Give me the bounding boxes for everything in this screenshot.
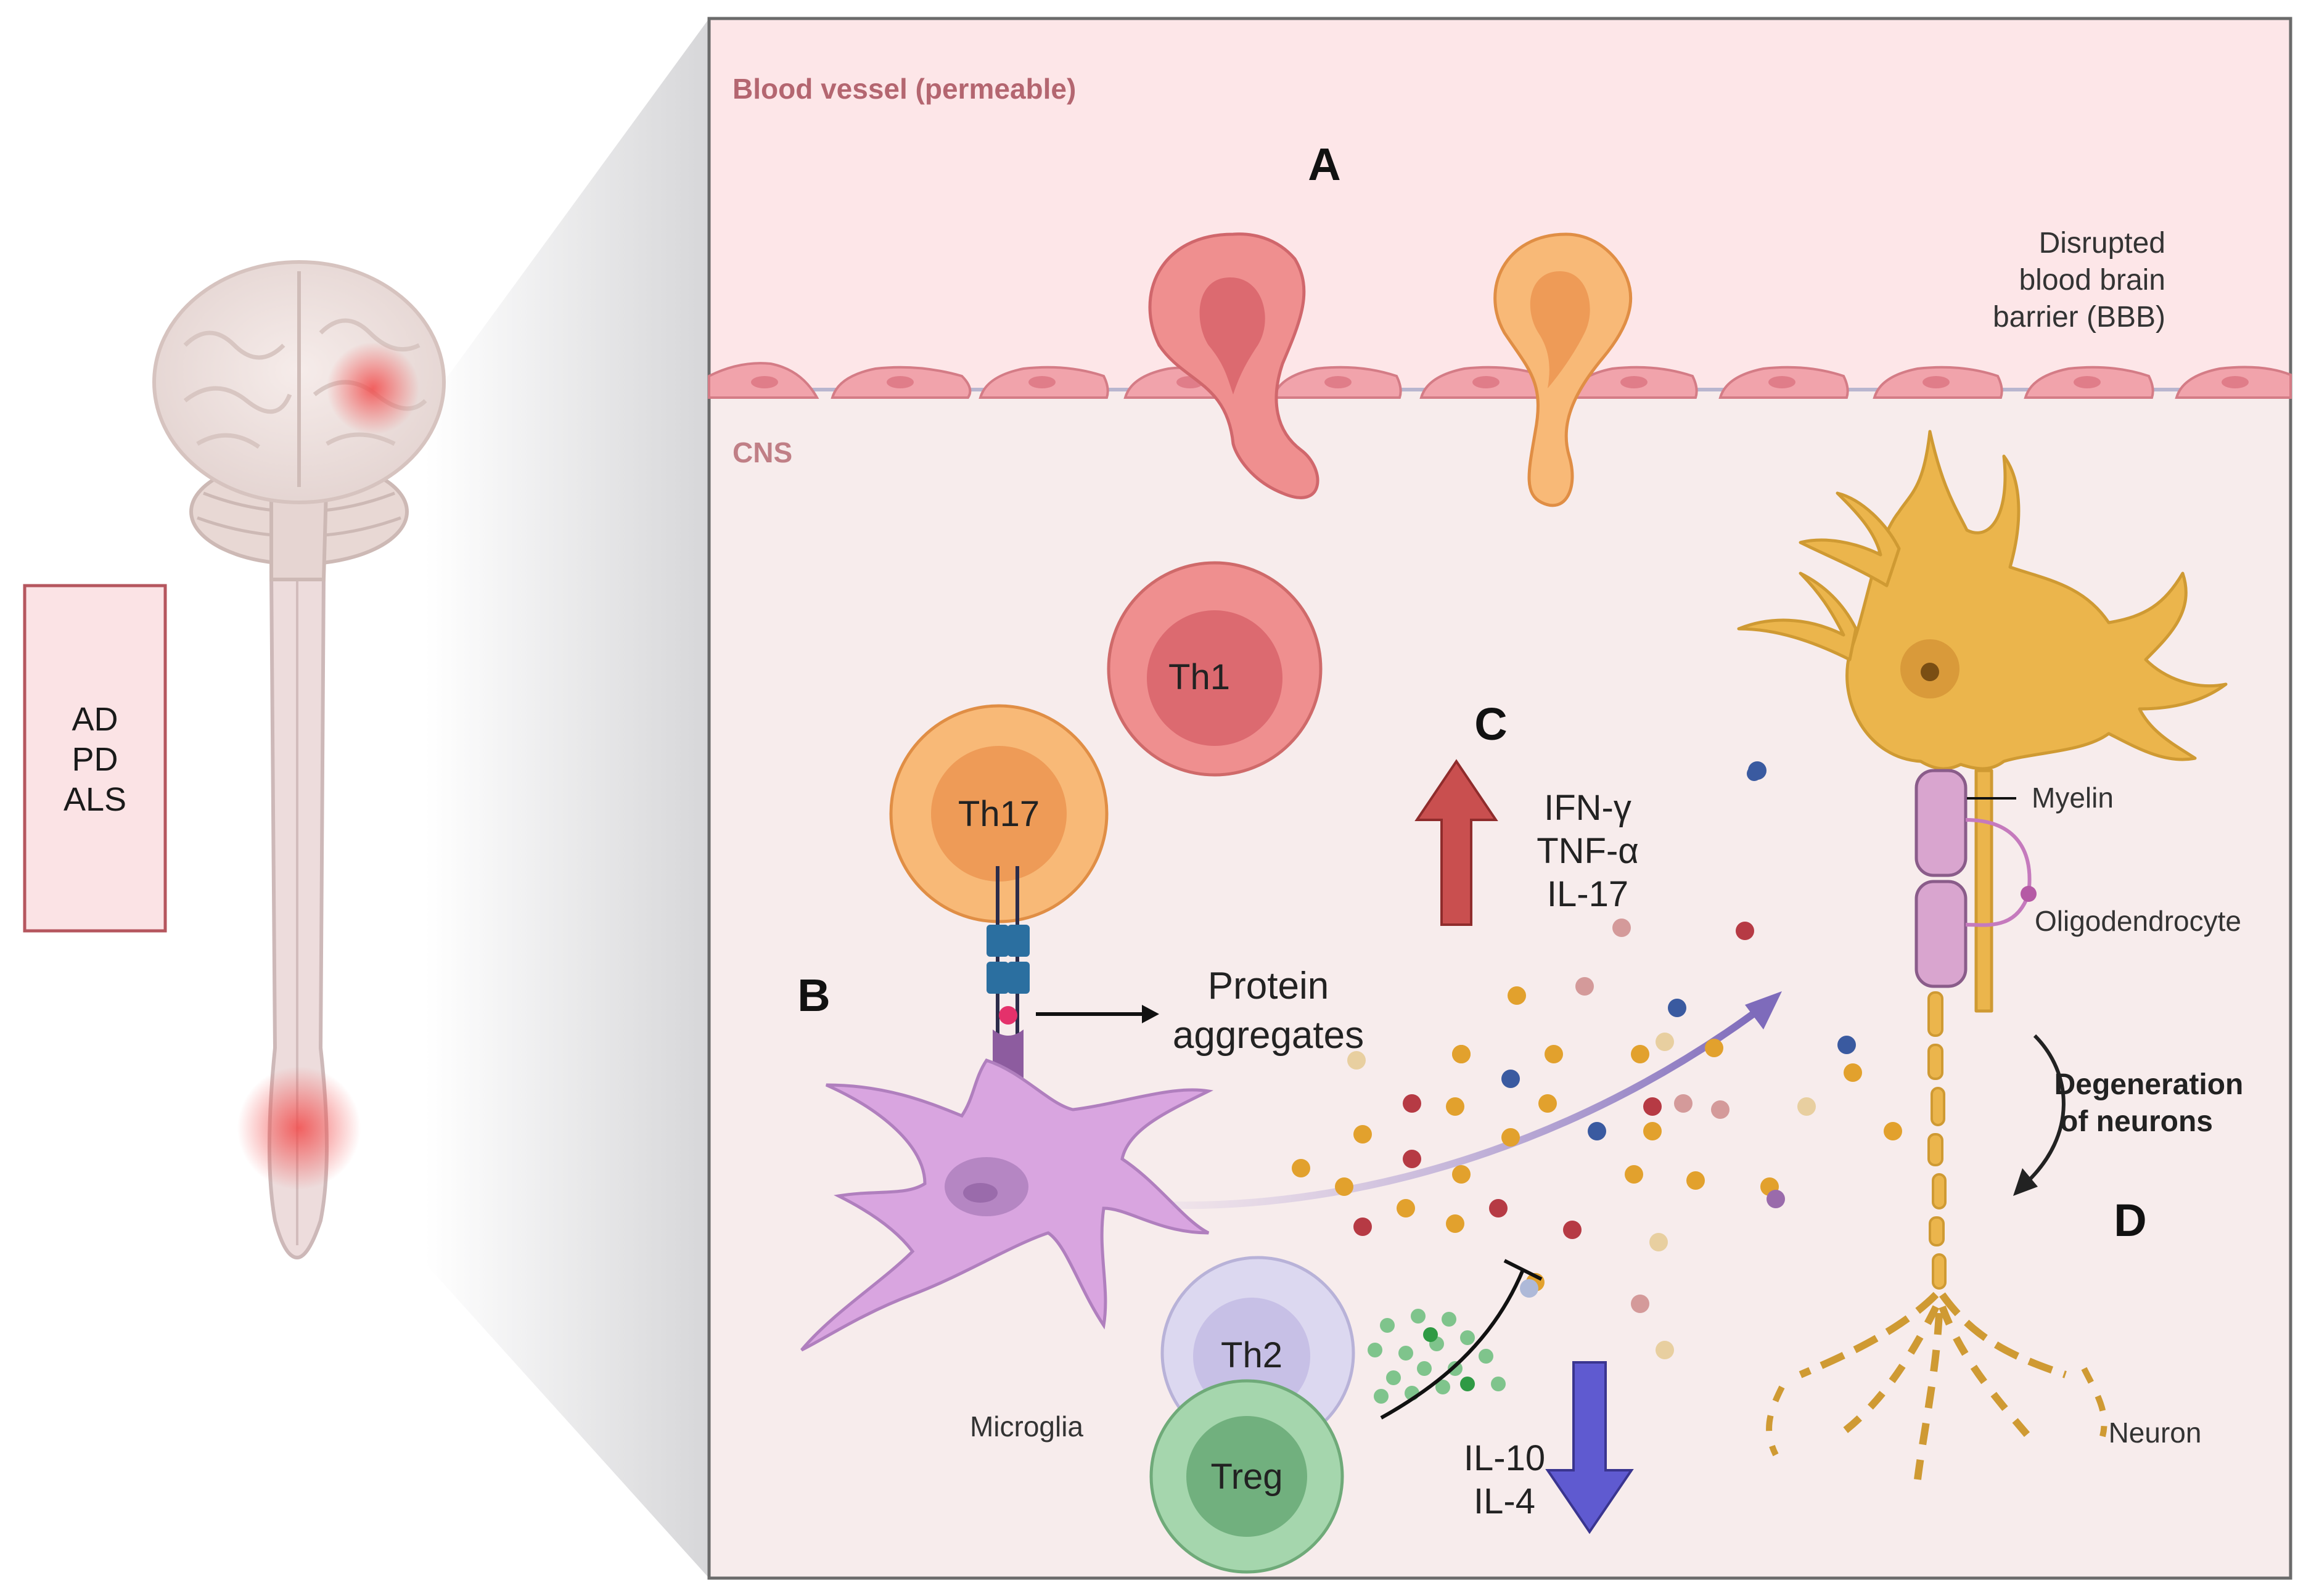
- panel-letter-d: D: [2114, 1195, 2146, 1246]
- anti-inflammatory-dots: [1368, 1309, 1506, 1404]
- spinal-lesion-glow: [237, 1066, 361, 1190]
- cytokine-up-tnf: TNF-α: [1537, 831, 1639, 871]
- disease-als: ALS: [64, 781, 126, 818]
- disease-list-box: AD PD ALS: [23, 584, 167, 933]
- cns-label: CNS: [732, 436, 792, 469]
- th1-label: Th1: [1168, 657, 1230, 697]
- inhibition-arc: [1380, 1269, 1525, 1420]
- panel-letter-b: B: [797, 970, 830, 1021]
- myelin-label: Myelin: [2032, 782, 2114, 814]
- cytokine-down-il10: IL-10: [1464, 1438, 1545, 1478]
- panel-letter-a: A: [1308, 139, 1340, 190]
- bbb-label-line1: Disrupted: [2039, 227, 2165, 260]
- degeneration-label-line2: of neurons: [2060, 1105, 2213, 1138]
- degeneration-label-line1: Degeneration: [2054, 1068, 2244, 1101]
- cytokine-up-il17: IL-17: [1547, 874, 1628, 914]
- zoom-cone: [425, 18, 709, 1578]
- down-arrow: [1545, 1361, 1634, 1534]
- oligodendrocyte-label: Oligodendrocyte: [2035, 905, 2241, 937]
- protein-aggregates-line2: aggregates: [1173, 1014, 1364, 1057]
- th2-label: Th2: [1221, 1335, 1282, 1375]
- bbb-label: Disrupted blood brain barrier (BBB): [1993, 227, 2165, 334]
- migrating-th1-cell: [1148, 232, 1319, 499]
- bbb-label-line2: blood brain: [2019, 264, 2165, 297]
- blood-vessel-label: Blood vessel (permeable): [732, 73, 1076, 105]
- th17-cell: Th17: [889, 704, 1109, 923]
- cytokine-down-il4: IL-4: [1474, 1481, 1535, 1521]
- microglia-cell: Microglia: [800, 1058, 1214, 1443]
- up-arrow: [1414, 759, 1498, 926]
- degeneration-arrow: [2024, 1034, 2066, 1185]
- migrating-th17-cell: [1493, 232, 1633, 507]
- degenerating-axon: [1766, 991, 2107, 1480]
- cytokine-flow-arrow: [1171, 1008, 1760, 1209]
- brain-spinal-cord: [152, 18, 709, 1578]
- th1-cell: Th1: [1107, 561, 1323, 777]
- bbb-label-line3: barrier (BBB): [1993, 301, 2165, 334]
- panel-letter-c: C: [1474, 698, 1507, 750]
- zoom-panel: Blood vessel (permeable) CNS: [707, 17, 2292, 1580]
- treg-label: Treg: [1210, 1457, 1282, 1497]
- cytokine-up-ifn: IFN-γ: [1544, 788, 1631, 828]
- disease-ad: AD: [72, 701, 118, 738]
- protein-aggregates-line1: Protein: [1208, 965, 1329, 1007]
- disease-pd: PD: [72, 741, 118, 778]
- receptor-complex: [987, 866, 1030, 1137]
- neuron-label: Neuron: [2109, 1417, 2202, 1449]
- treg-cell: Treg: [1149, 1379, 1344, 1574]
- myelin-sheath: [1914, 769, 2037, 988]
- antigen-dot: [999, 1006, 1017, 1025]
- brain-lesion-glow: [327, 342, 419, 435]
- cns-region: [709, 388, 2291, 1578]
- th17-label: Th17: [958, 794, 1040, 834]
- microglia-label: Microglia: [970, 1410, 1083, 1443]
